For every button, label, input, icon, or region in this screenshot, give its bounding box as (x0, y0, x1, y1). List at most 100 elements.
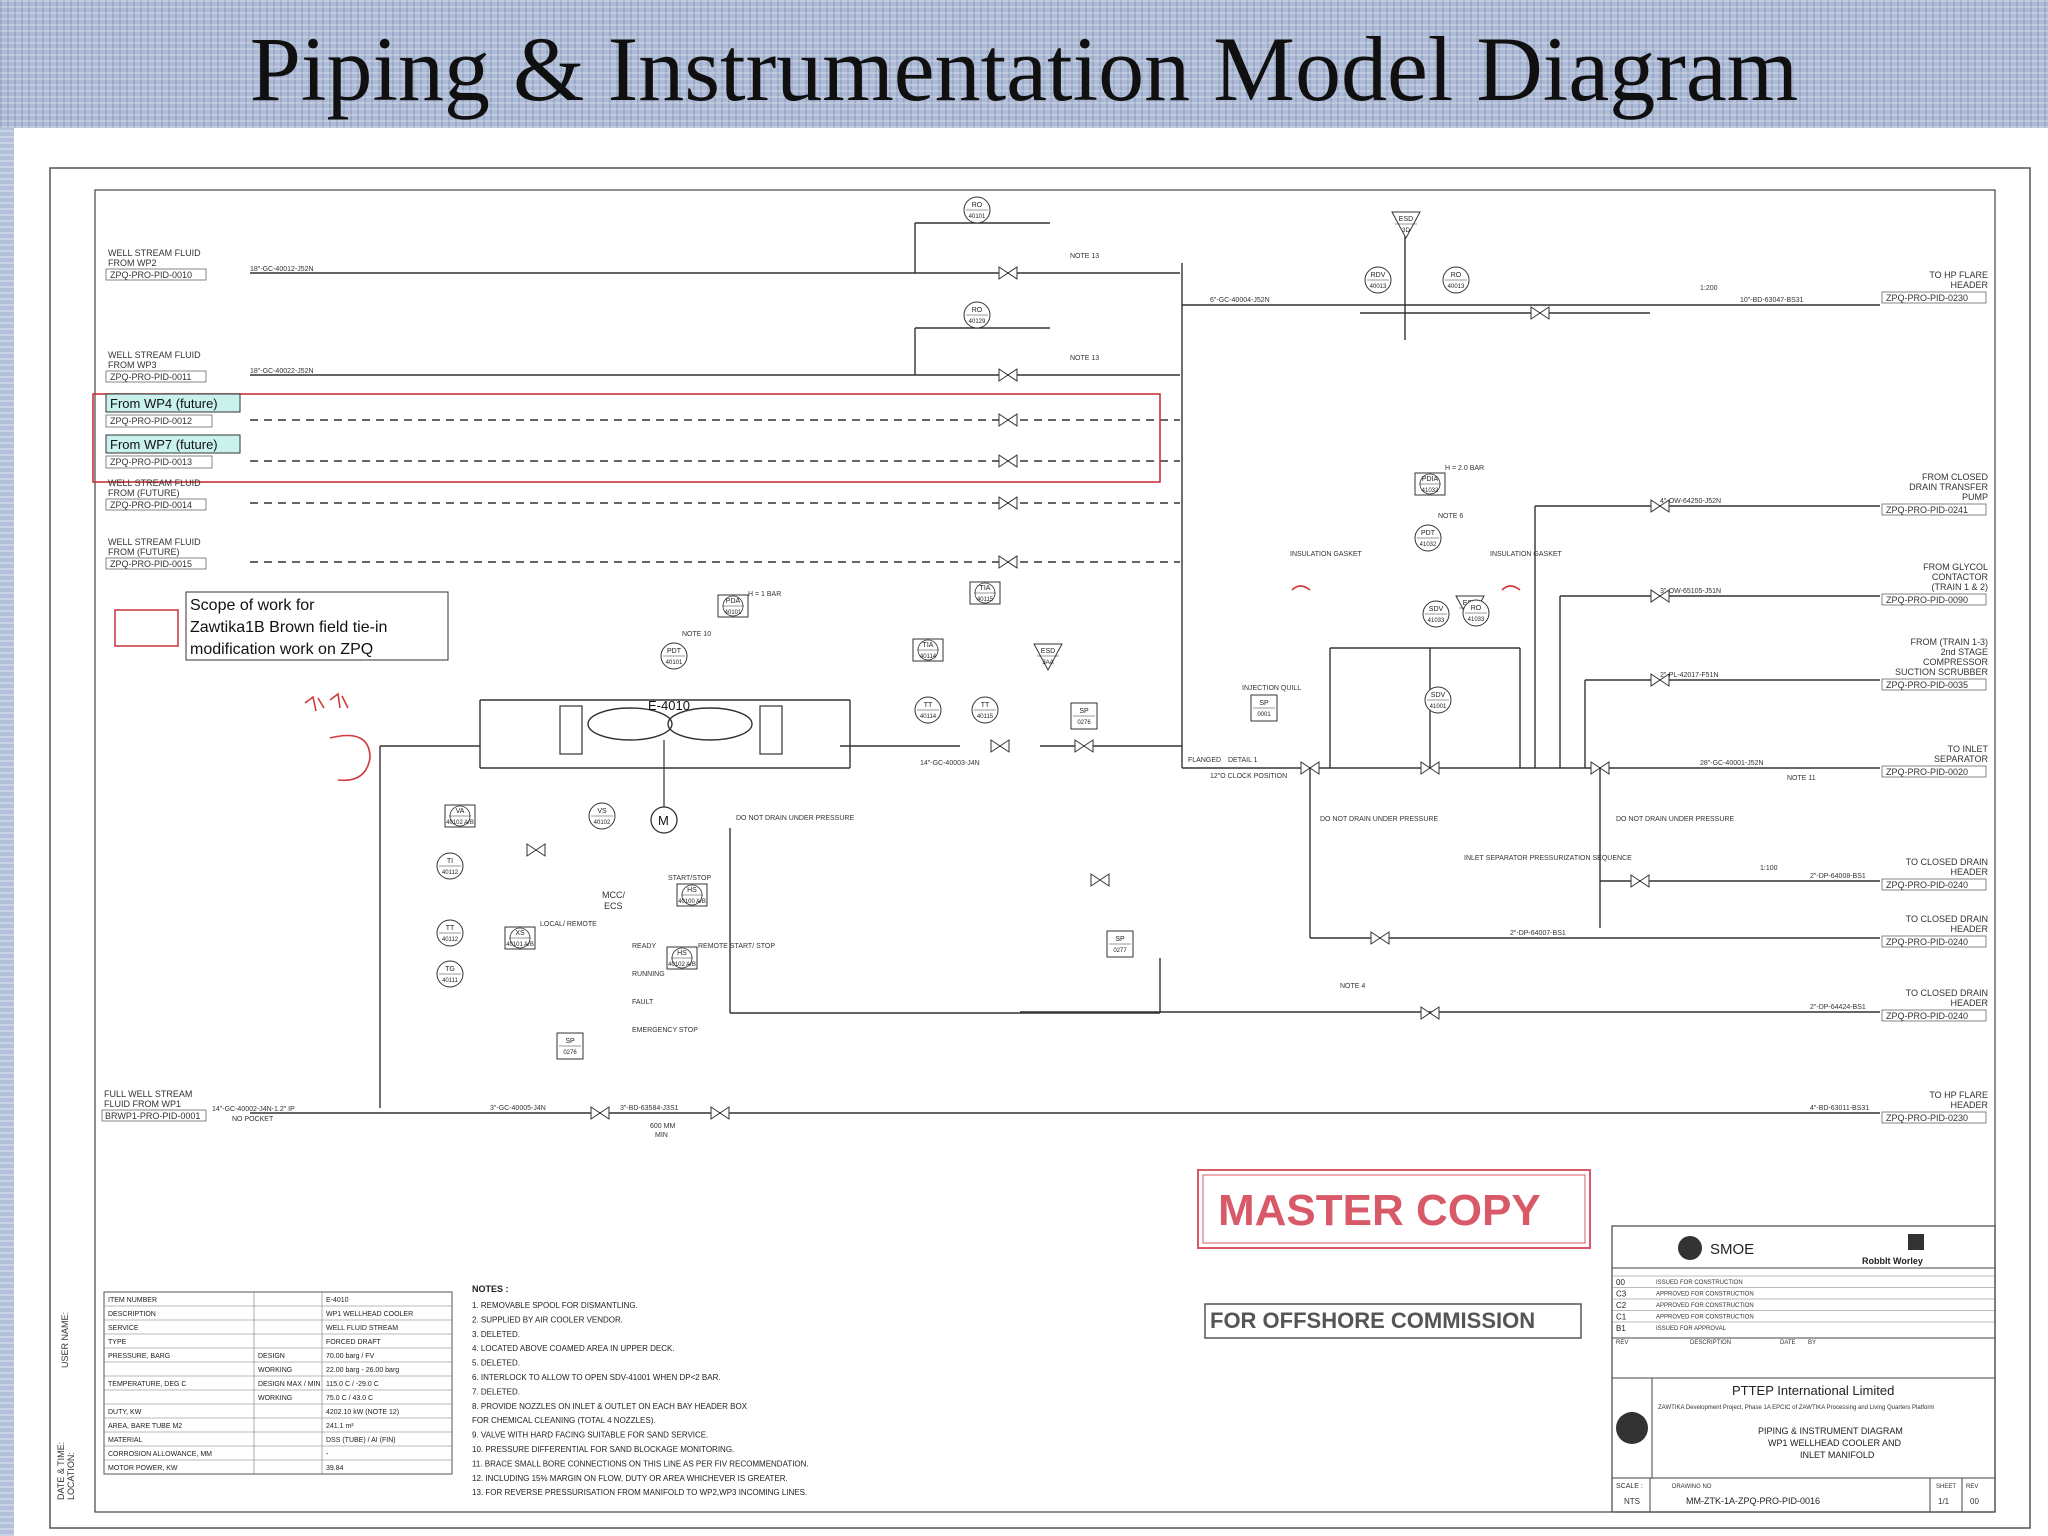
inlet-label: FROM (FUTURE) (108, 488, 180, 498)
outlet-label: (TRAIN 1 & 2) (1931, 582, 1988, 592)
table-cell: 4202.10 kW (NOTE 12) (326, 1409, 399, 1416)
outlet-label: CONTACTOR (1932, 572, 1989, 582)
instrument-bubbles: RO40101RO40129ESD3DRDV40013RO40013PDA401… (436, 196, 1490, 1060)
valve-icon (1420, 761, 1440, 775)
outlet-label: HEADER (1950, 1100, 1988, 1110)
table-cell: DESIGN MAX / MIN (258, 1381, 321, 1388)
annotation: START/STOP (668, 875, 712, 882)
instrument-number: 40013 (1370, 284, 1387, 290)
table-cell: AREA, BARE TUBE M2 (108, 1423, 182, 1430)
note-line: 4. LOCATED ABOVE COAMED AREA IN UPPER DE… (472, 1344, 675, 1353)
scope-legend-line: Zawtika1B Brown field tie-in (190, 619, 387, 636)
inlet-ref: BRWP1-PRO-PID-0001 (105, 1111, 200, 1121)
table-cell: DESCRIPTION (108, 1311, 156, 1318)
inlet-label: WELL STREAM FLUID (108, 537, 201, 547)
table-cell: 115.0 C / -29.0 C (326, 1381, 379, 1388)
instrument-tag: HS (687, 887, 697, 894)
notes-title: NOTES : (472, 1284, 509, 1294)
instrument-tag: VS (597, 808, 607, 815)
valves (526, 266, 1670, 1120)
outlet-label: FROM CLOSED (1922, 472, 1989, 482)
note-line: 6. INTERLOCK TO ALLOW TO OPEN SDV-41001 … (472, 1373, 721, 1382)
valve-icon (998, 454, 1018, 468)
table-cell: FORCED DRAFT (326, 1339, 382, 1346)
instrument-number: 40102 (594, 820, 611, 826)
instrument-tag: SDV (1429, 606, 1444, 613)
instrument-tag: TIA (980, 585, 991, 592)
instrument-tag: PDIA (1422, 476, 1439, 483)
left-border-strip (0, 128, 14, 1536)
inlet-note: NO POCKET (232, 1116, 274, 1123)
instrument-number: 41001 (1430, 704, 1447, 710)
instrument-number: 40115 (977, 597, 994, 603)
valve-icon (998, 266, 1018, 280)
annotation: 1:100 (1760, 865, 1778, 872)
inlet-label: FLUID FROM WP1 (104, 1099, 181, 1109)
instrument-number: 40101 (725, 610, 742, 616)
table-cell: 75.0 C / 43.0 C (326, 1395, 373, 1402)
revision-code: C1 (1616, 1313, 1627, 1322)
valve-icon (1420, 1006, 1440, 1020)
valve-icon (1650, 673, 1670, 687)
future-inlet-wp4: From WP4 (future) ZPQ-PRO-PID-0012 (105, 393, 241, 428)
annotation: MIN (655, 1132, 668, 1139)
instrument-tag: HS (677, 950, 687, 957)
rev-label: REV (1966, 1484, 1978, 1490)
table-cell: TYPE (108, 1339, 127, 1346)
outlet-label: HEADER (1950, 867, 1988, 877)
outlet-ref: ZPQ-PRO-PID-0241 (1886, 505, 1968, 515)
annotation: 6"-GC-40004-J52N (1210, 297, 1270, 304)
inlet-label: FROM WP2 (108, 258, 157, 268)
valve-icon (998, 413, 1018, 427)
inlet-ref: ZPQ-PRO-PID-0010 (110, 270, 192, 280)
instrument-tag: RO (972, 307, 983, 314)
instrument-number: 41033 (1428, 618, 1445, 624)
note-line: 9. VALVE WITH HARD FACING SUITABLE FOR S… (472, 1431, 708, 1440)
annotation: 3"-GC-40005-J4N (490, 1105, 546, 1112)
rev-header: DESCRIPTION (1690, 1340, 1731, 1346)
project-name: ZAWTIKA Development Project, Phase 1A EP… (1658, 1405, 1934, 1411)
stamp-text: MASTER COPY (1218, 1186, 1541, 1235)
stamp-text: FOR OFFSHORE COMMISSION (1210, 1308, 1535, 1333)
instrument-bubble: VS 40102 (588, 802, 616, 830)
table-cell: 39.84 (326, 1465, 344, 1472)
scope-legend-line: Scope of work for (190, 597, 315, 614)
annotation: NOTE 13 (1070, 253, 1099, 260)
valve-icon (1370, 931, 1390, 945)
outlet-ref: ZPQ-PRO-PID-0240 (1886, 937, 1968, 947)
annotation: RUNNING (632, 971, 665, 978)
note-line: 1. REMOVABLE SPOOL FOR DISMANTLING. (472, 1301, 638, 1310)
note-line: 2. SUPPLIED BY AIR COOLER VENDOR. (472, 1315, 623, 1324)
instrument-number: 40115 (977, 714, 994, 720)
instrument-number: 0276 (1077, 720, 1091, 726)
inlet-ref: ZPQ-PRO-PID-0015 (110, 559, 192, 569)
valve-icon (998, 555, 1018, 569)
annotation: H = 1 BAR (748, 591, 781, 598)
inlet-ref: ZPQ-PRO-PID-0014 (110, 500, 192, 510)
instrument-number: 40114 (920, 654, 937, 660)
outlet: FROM (TRAIN 1-3)2nd STAGECOMPRESSORSUCTI… (1881, 637, 1988, 691)
instrument-number: 40112 (442, 870, 459, 876)
drawing-frame (94, 189, 1996, 1513)
instrument-number: 40101 (969, 214, 986, 220)
annotation: INLET SEPARATOR PRESSURIZATION SEQUENCE (1464, 855, 1632, 862)
inlet-label: WELL STREAM FLUID (108, 248, 201, 258)
user-name-label: USER NAME: (60, 1312, 70, 1368)
table-cell: ITEM NUMBER (108, 1297, 157, 1304)
outlet-label: FROM GLYCOL (1923, 562, 1988, 572)
revision-code: C2 (1616, 1301, 1627, 1310)
instrument-tag: TIA (923, 642, 934, 649)
worley-logo-text: RobbIt Worley (1862, 1256, 1923, 1266)
note-line: 8. PROVIDE NOZZLES ON INLET & OUTLET ON … (472, 1402, 748, 1411)
